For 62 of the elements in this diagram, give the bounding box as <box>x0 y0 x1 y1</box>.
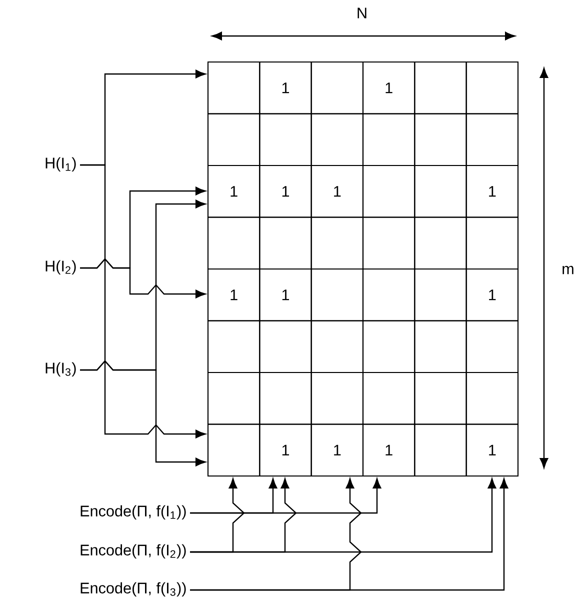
grid-cell <box>466 320 519 374</box>
grid-cell: 1 <box>259 61 312 114</box>
grid-cell <box>414 320 467 374</box>
grid-cell <box>259 216 312 270</box>
grid-cell: 1 <box>310 164 364 218</box>
encode-label: Encode(Π, f(I$_{3}$)) <box>80 582 186 596</box>
grid-cell <box>414 61 467 114</box>
grid-cell <box>207 424 260 477</box>
grid-cell <box>414 216 467 270</box>
grid-cell <box>259 372 312 425</box>
grid-cell: 1 <box>259 164 312 218</box>
grid-cell <box>362 216 416 270</box>
grid-cell: 1 <box>466 268 519 322</box>
grid-cell <box>310 61 364 114</box>
grid-cell <box>466 372 519 425</box>
grid-cell <box>310 268 364 322</box>
grid-cell <box>207 61 260 114</box>
grid-cell <box>414 113 467 166</box>
grid-cell: 1 <box>310 424 364 477</box>
hash-label: H(I$_{3}$) <box>46 362 76 377</box>
dimension-label: N <box>358 8 366 18</box>
grid-cell: 1 <box>259 268 312 322</box>
grid-cell <box>259 113 312 166</box>
grid-cell <box>259 320 312 374</box>
grid-cell <box>207 113 260 166</box>
arrow <box>80 164 206 438</box>
grid-cell <box>466 216 519 270</box>
grid-cell <box>310 216 364 270</box>
grid-cell <box>414 164 467 218</box>
grid-cell <box>414 424 467 477</box>
grid-cell <box>362 268 416 322</box>
grid-cell: 1 <box>466 424 519 477</box>
grid-cell <box>362 113 416 166</box>
grid-cell <box>207 372 260 425</box>
grid-cell: 1 <box>207 268 260 322</box>
grid-cell <box>310 320 364 374</box>
grid-cell <box>466 113 519 166</box>
arrow <box>190 478 508 591</box>
encode-label: Encode(Π, f(I$_{2}$)) <box>80 544 186 559</box>
grid-cell <box>466 61 519 114</box>
arrow <box>80 258 206 298</box>
hash-label: H(I$_{1}$) <box>46 157 76 172</box>
grid-cell <box>362 320 416 374</box>
grid-cell <box>310 372 364 425</box>
grid-cell <box>362 164 416 218</box>
grid-cell <box>207 320 260 374</box>
grid-cell: 1 <box>466 164 519 218</box>
arrow <box>80 360 206 466</box>
grid-cell <box>310 113 364 166</box>
arrow <box>190 478 496 553</box>
hash-label: H(I$_{2}$) <box>46 260 76 275</box>
arrow <box>190 478 382 514</box>
grid-cell <box>207 216 260 270</box>
grid-cell: 1 <box>259 424 312 477</box>
grid-cell <box>414 268 467 322</box>
encode-label: Encode(Π, f(I$_{1}$)) <box>80 505 186 520</box>
grid-cell: 1 <box>207 164 260 218</box>
grid-cell <box>362 372 416 425</box>
dimension-label: m <box>562 266 574 274</box>
grid-cell: 1 <box>362 61 416 114</box>
grid-cell <box>414 372 467 425</box>
grid-cell: 1 <box>362 424 416 477</box>
